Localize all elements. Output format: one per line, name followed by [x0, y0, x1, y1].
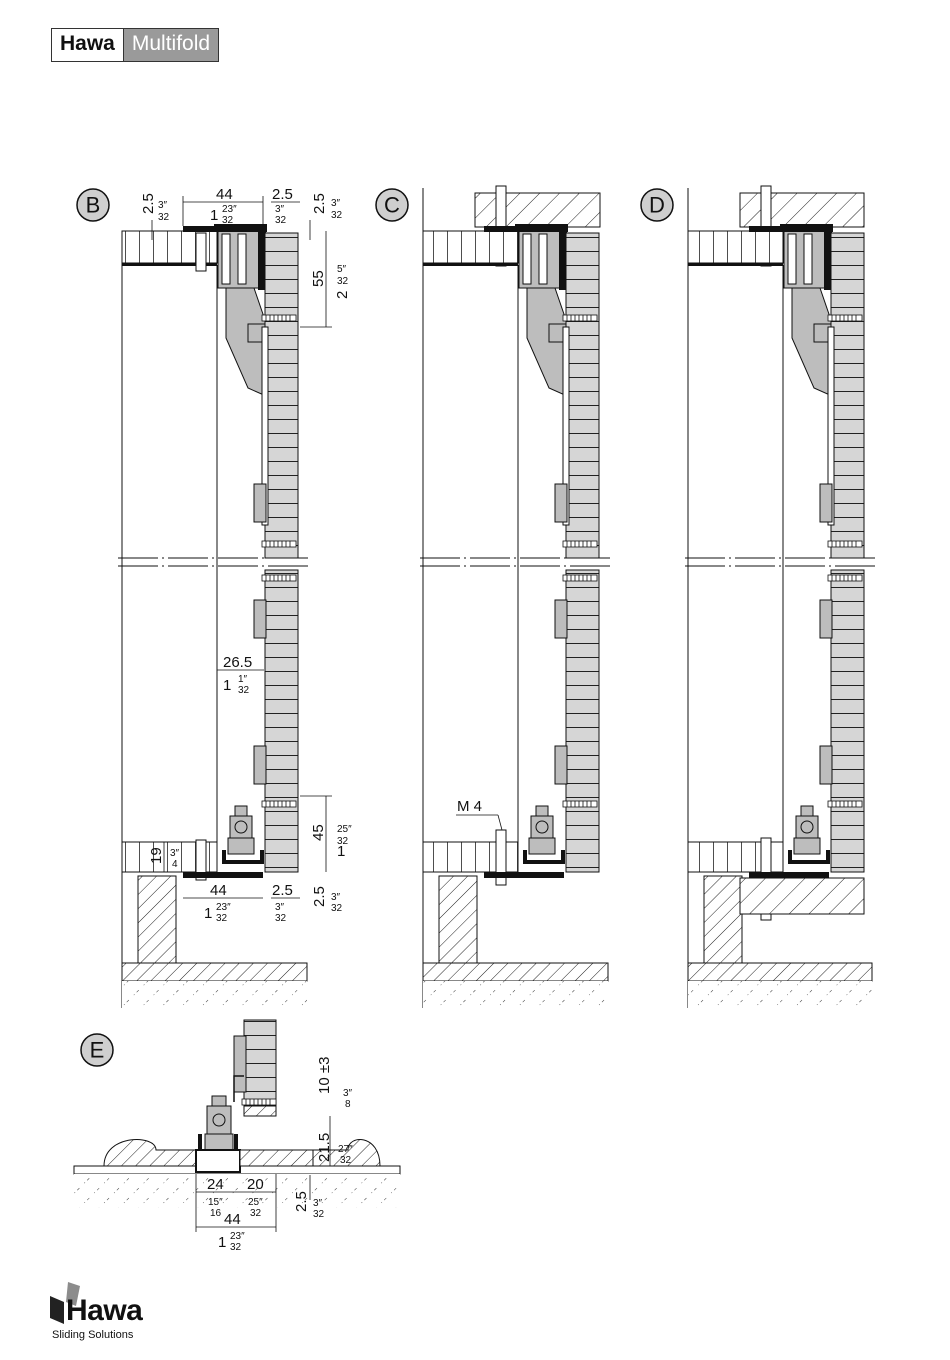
e-20-mm: 20 [247, 1176, 264, 1193]
b-mid-in: 1 [223, 677, 231, 694]
view-c-label: C [384, 193, 400, 218]
e-21-in-den: 32 [340, 1155, 352, 1166]
view-c: C M 4 [376, 186, 610, 1008]
b-top-gap-in: 3″ [275, 204, 285, 215]
b-top-55-mm: 55 [310, 270, 327, 287]
b-bottom-gap-in: 3″ [275, 902, 285, 913]
b-bottom-45-mm: 45 [310, 824, 327, 841]
e-20-in: 25″ [248, 1197, 263, 1208]
b-bottom-19-mm: 19 [148, 847, 165, 864]
e-44-in-frac: 23″ [230, 1231, 245, 1242]
e-10-in: 3″ [343, 1088, 353, 1099]
b-bottom-gap-mm: 2.5 [272, 882, 293, 899]
e-10-mm: 10 ±3 [316, 1057, 333, 1094]
view-e-label: E [90, 1038, 105, 1063]
b-top-gap-in-den: 32 [275, 215, 287, 226]
e-24-in: 15″ [208, 1197, 223, 1208]
b-mid-in-frac: 1″ [238, 674, 248, 685]
view-d: D [641, 186, 878, 1008]
e-44-in-den: 32 [230, 1242, 242, 1253]
b-top-55-in-frac: 5″ [337, 264, 347, 275]
b-bottom-width-in-frac: 23″ [216, 902, 231, 913]
e-20-in-den: 32 [250, 1208, 262, 1219]
e-25-mm: 2.5 [293, 1191, 310, 1212]
c-thread-label: M 4 [457, 798, 482, 815]
b-top-right-in-den: 32 [331, 210, 343, 221]
e-24-in-den: 16 [210, 1208, 222, 1219]
logo-tagline: Sliding Solutions [52, 1329, 133, 1341]
b-bottom-45-in-den: 32 [337, 836, 349, 847]
b-bottom-width-in-den: 32 [216, 913, 228, 924]
e-25-in-den: 32 [313, 1209, 325, 1220]
e-21-in: 27″ [338, 1144, 353, 1155]
b-bottom-right-in-den: 32 [331, 903, 343, 914]
b-top-gap-mm: 2.5 [272, 186, 293, 203]
e-24-mm: 24 [207, 1176, 224, 1193]
b-top-width-mm: 44 [216, 186, 233, 203]
b-bottom-gap-in-den: 32 [275, 913, 287, 924]
e-44-mm: 44 [224, 1211, 241, 1228]
b-top-width-in-den: 32 [222, 215, 234, 226]
b-bottom-right-mm: 2.5 [311, 886, 328, 907]
b-bottom-19-in: 3″ [170, 848, 180, 859]
e-21-mm: 21.5 [316, 1133, 333, 1162]
b-top-left-mm: 2.5 [140, 193, 157, 214]
view-b: B [77, 186, 352, 1008]
b-mid-mm: 26.5 [223, 654, 252, 671]
b-top-55-in: 2 [334, 291, 351, 299]
view-b-label: B [86, 193, 101, 218]
b-bottom-width-mm: 44 [210, 882, 227, 899]
b-bottom-right-in: 3″ [331, 892, 341, 903]
logo-wordmark: Hawa [66, 1294, 142, 1328]
b-bottom-width-in: 1 [204, 905, 212, 922]
view-d-label: D [649, 193, 665, 218]
e-10-in-den: 8 [345, 1099, 351, 1110]
b-top-55-in-den: 32 [337, 276, 349, 287]
e-44-in: 1 [218, 1234, 226, 1251]
b-top-left-in-den: 32 [158, 212, 170, 223]
b-bottom-19-in-den: 4 [172, 859, 178, 870]
b-top-right-in: 3″ [331, 198, 341, 209]
b-top-right-mm: 2.5 [311, 193, 328, 214]
b-top-width-in-frac: 23″ [222, 204, 237, 215]
b-mid-in-den: 32 [238, 685, 250, 696]
view-e: E 10 ±3 3″ 8 21.5 27″ 32 [74, 1020, 400, 1253]
b-top-width-in: 1 [210, 207, 218, 224]
b-bottom-45-in-frac: 25″ [337, 824, 352, 835]
b-top-left-in: 3″ [158, 200, 168, 211]
e-25-in: 3″ [313, 1198, 323, 1209]
c-thread-leader [456, 815, 502, 830]
